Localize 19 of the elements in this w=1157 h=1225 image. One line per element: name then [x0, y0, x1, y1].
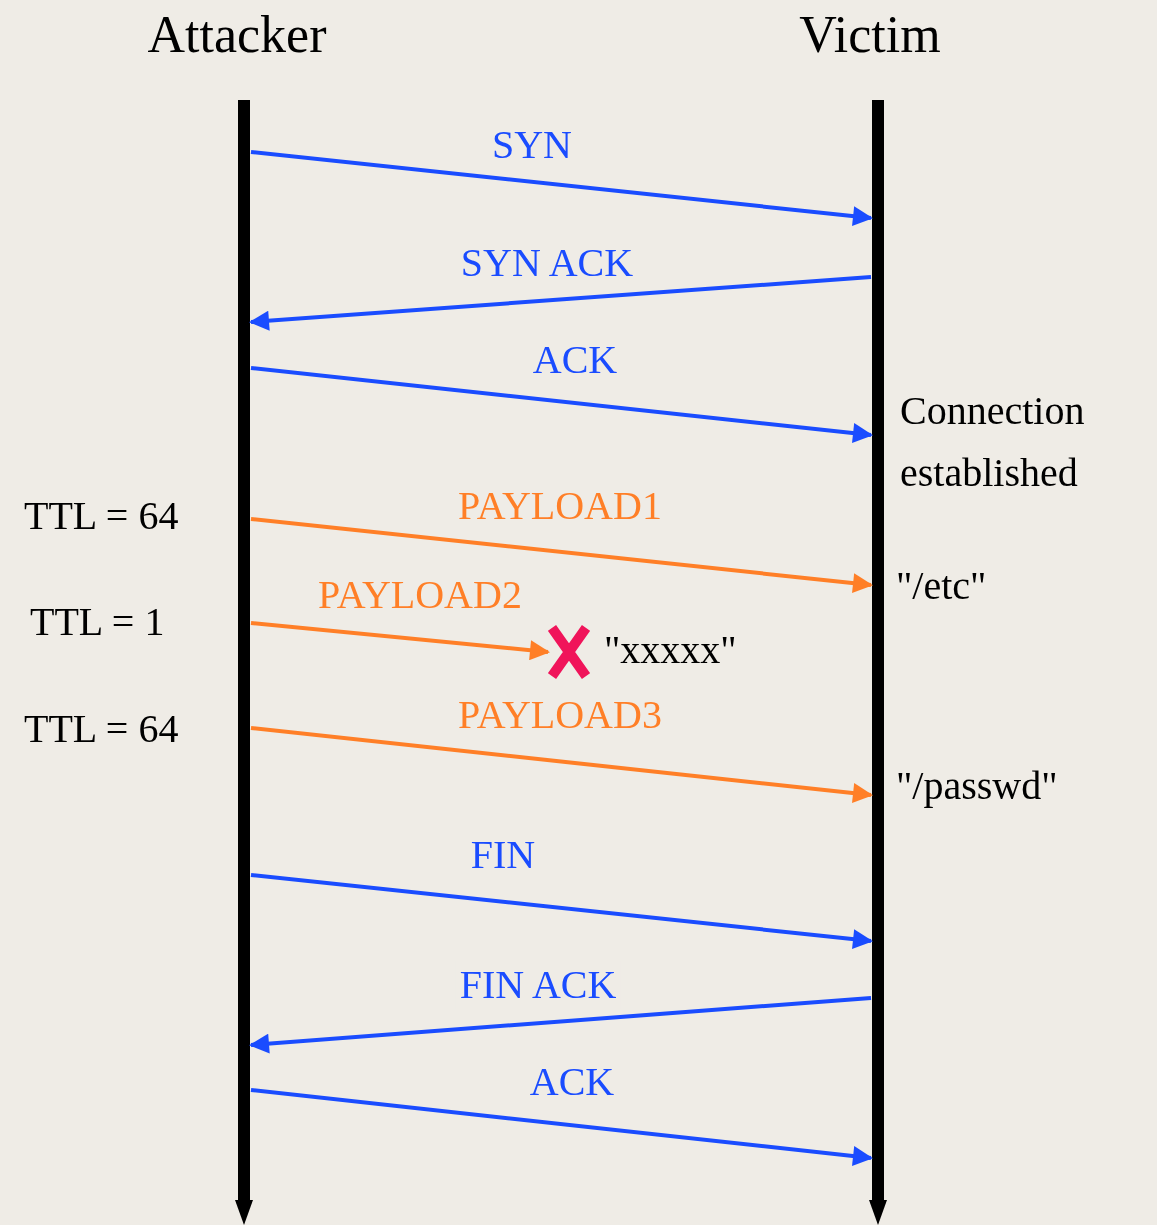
note-text: "xxxxx": [604, 626, 737, 674]
participant-label: Attacker: [146, 5, 328, 65]
cross-mark: [548, 624, 590, 680]
message-arrow: [250, 366, 873, 443]
note-text: TTL = 64: [24, 705, 179, 753]
message-arrow: [250, 150, 873, 227]
note-text: TTL = 64: [24, 492, 179, 540]
message-arrow: [249, 996, 872, 1054]
message-arrow: [250, 873, 873, 950]
message-arrow: [250, 726, 873, 803]
note-text: TTL = 1: [30, 598, 165, 646]
message-arrow: [250, 1088, 873, 1166]
message-arrow: [250, 517, 873, 594]
note-text: "/passwd": [896, 762, 1058, 810]
note-text: Connection established: [900, 387, 1086, 497]
participant-label: Victim: [798, 5, 942, 65]
message-arrow: [250, 621, 550, 661]
note-text: "/etc": [896, 562, 987, 610]
message-arrow: [249, 275, 872, 331]
